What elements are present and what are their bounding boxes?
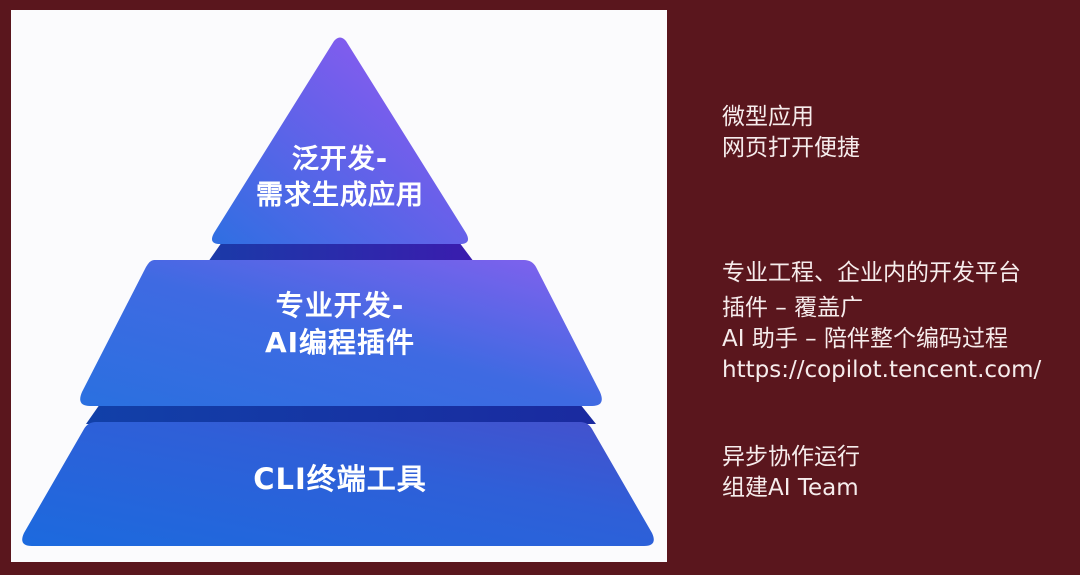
pyramid-tier-middle <box>80 260 602 406</box>
note-line: 网页打开便捷 <box>722 135 860 161</box>
note-line: AI 助手 – 陪伴整个编码过程 <box>722 326 1008 352</box>
tier-middle-line-1: 专业开发- <box>275 289 405 322</box>
pyramid-diagram <box>22 37 654 546</box>
tier-label-top: 泛开发- 需求生成应用 <box>240 142 440 213</box>
tier-label-bottom: CLI终端工具 <box>190 460 490 498</box>
note-line: 专业工程、企业内的开发平台 <box>722 260 1021 286</box>
pyramid-tier-bottom <box>22 422 654 546</box>
tier-separator-lower <box>86 404 596 424</box>
note-line: 异步协作运行 <box>722 444 860 470</box>
pyramid-tier-top <box>212 37 468 244</box>
note-line: 微型应用 <box>722 104 814 130</box>
tier-top-line-2: 需求生成应用 <box>256 179 424 211</box>
notes-bottom-tier: 异步协作运行 组建AI Team <box>722 442 860 504</box>
copilot-url-text: https://copilot.tencent.com/ <box>722 357 1042 383</box>
tier-middle-line-2: AI编程插件 <box>264 325 416 359</box>
notes-top-tier: 微型应用 网页打开便捷 <box>722 102 860 164</box>
tier-label-middle: 专业开发- AI编程插件 <box>190 288 490 362</box>
note-line: 插件 – 覆盖广 <box>722 295 864 321</box>
tier-bottom-line-1: CLI终端工具 <box>253 462 427 496</box>
notes-middle-tier: 专业工程、企业内的开发平台 插件 – 覆盖广 AI 助手 – 陪伴整个编码过程 … <box>722 258 1041 386</box>
tier-separator-upper <box>208 242 474 262</box>
tier-top-line-1: 泛开发- <box>291 144 389 175</box>
note-line: 组建AI Team <box>722 475 859 501</box>
